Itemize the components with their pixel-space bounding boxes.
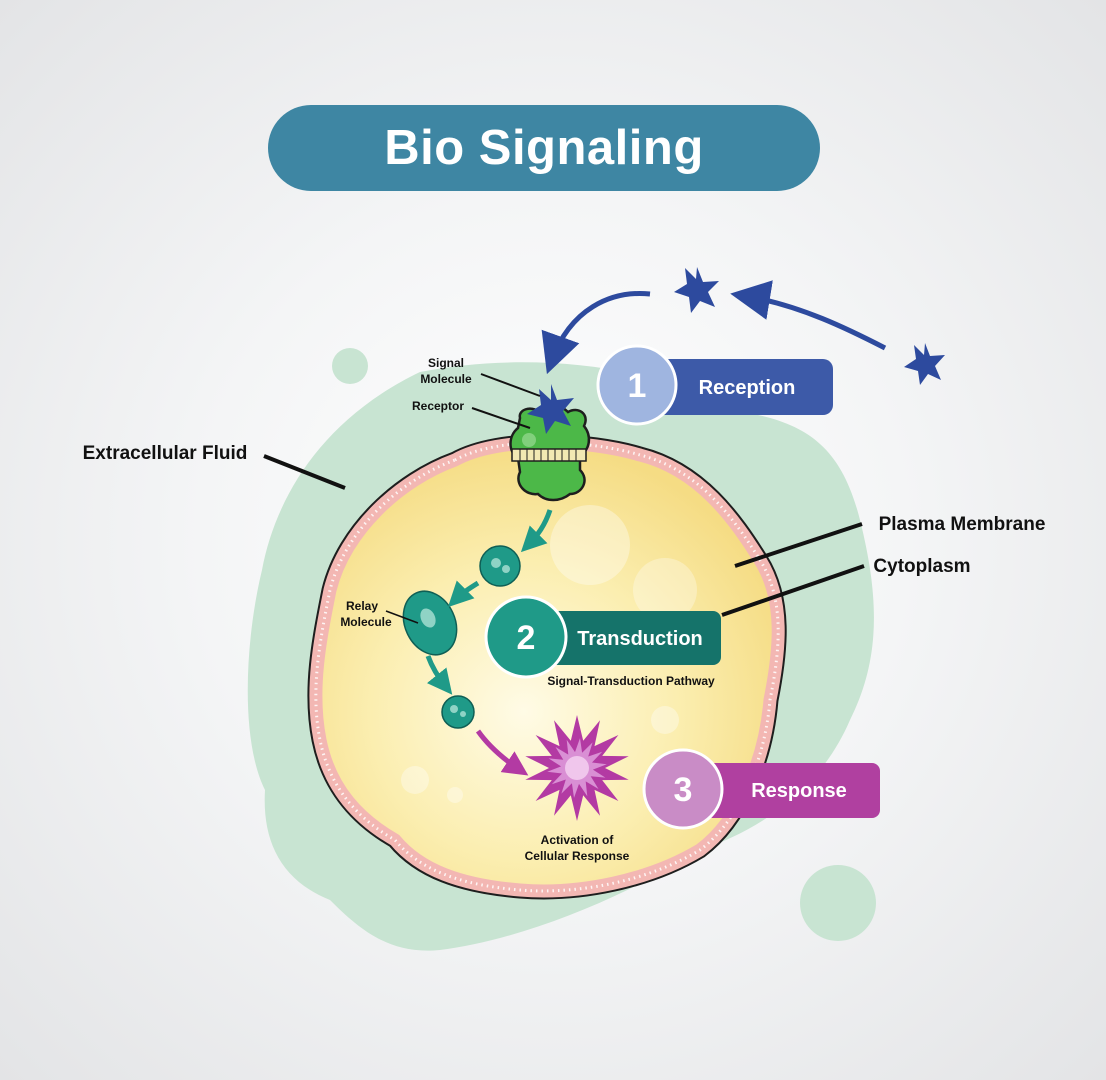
response-arrow xyxy=(475,729,529,776)
signal-arrow xyxy=(541,291,651,375)
step-number: 3 xyxy=(674,771,693,809)
relay-molecule-label-line2: Molecule xyxy=(340,615,392,629)
pointer-line xyxy=(721,564,865,617)
signal-molecule-label-line1: Signal xyxy=(428,356,464,370)
signal-molecule-free xyxy=(674,267,719,313)
pathway-label: Signal-Transduction Pathway xyxy=(547,674,715,688)
step-number-badge xyxy=(596,344,678,426)
pointer-line xyxy=(734,522,863,568)
transduction-arrow xyxy=(520,509,553,553)
relay-molecule-label-line1: Relay xyxy=(346,599,378,613)
step-number: 1 xyxy=(628,367,647,405)
step-label: Reception xyxy=(699,377,796,399)
page-title: Bio Signaling xyxy=(384,121,704,175)
signal-molecule-label-line2: Molecule xyxy=(420,372,472,386)
step-number-badge xyxy=(642,748,724,830)
step-label: Response xyxy=(751,780,847,802)
signal-molecule-bound xyxy=(527,384,574,434)
pointer-line xyxy=(263,454,346,490)
cytoplasm-bubble xyxy=(550,505,630,585)
relay-molecule xyxy=(402,590,458,656)
receptor-channel xyxy=(511,448,587,462)
pointer-line xyxy=(480,373,541,397)
transduction-arrow xyxy=(425,655,453,695)
activation-label-line2: Cellular Response xyxy=(525,849,630,863)
title-banner: Bio Signaling xyxy=(268,105,820,191)
signal-molecule-free xyxy=(904,343,945,385)
extracellular-bubble xyxy=(332,348,368,384)
extracellular-bubble xyxy=(800,865,876,941)
step-number: 2 xyxy=(517,619,536,657)
step-label-box xyxy=(530,611,721,665)
cytoplasm-bubble xyxy=(651,706,679,734)
cytoplasm-bubble xyxy=(633,558,697,622)
cytoplasm-bubble xyxy=(447,787,463,803)
cytoplasm-bubble xyxy=(401,766,429,794)
membrane-texture xyxy=(314,441,780,893)
cellular-response-burst xyxy=(525,715,629,821)
step-reception: 1 Reception xyxy=(596,344,833,426)
signal-arrow xyxy=(730,280,887,351)
step-response: 3 Response xyxy=(642,748,880,830)
plasma-membrane-label: Plasma Membrane xyxy=(879,514,1046,535)
step-transduction: 2 Transduction xyxy=(484,595,721,679)
cytoplasm-label: Cytoplasm xyxy=(873,556,970,577)
receptor-label: Receptor xyxy=(412,399,464,413)
activation-label-line1: Activation of xyxy=(541,833,615,847)
step-number-badge xyxy=(484,595,568,679)
pointer-line xyxy=(471,407,531,429)
transduction-arrow xyxy=(447,580,480,608)
receptor xyxy=(509,404,591,502)
pointer-line xyxy=(385,610,419,624)
extracellular-fluid-label: Extracellular Fluid xyxy=(83,443,248,464)
relay-molecule xyxy=(479,545,521,587)
step-label: Transduction xyxy=(577,628,703,650)
relay-molecule xyxy=(441,695,475,729)
